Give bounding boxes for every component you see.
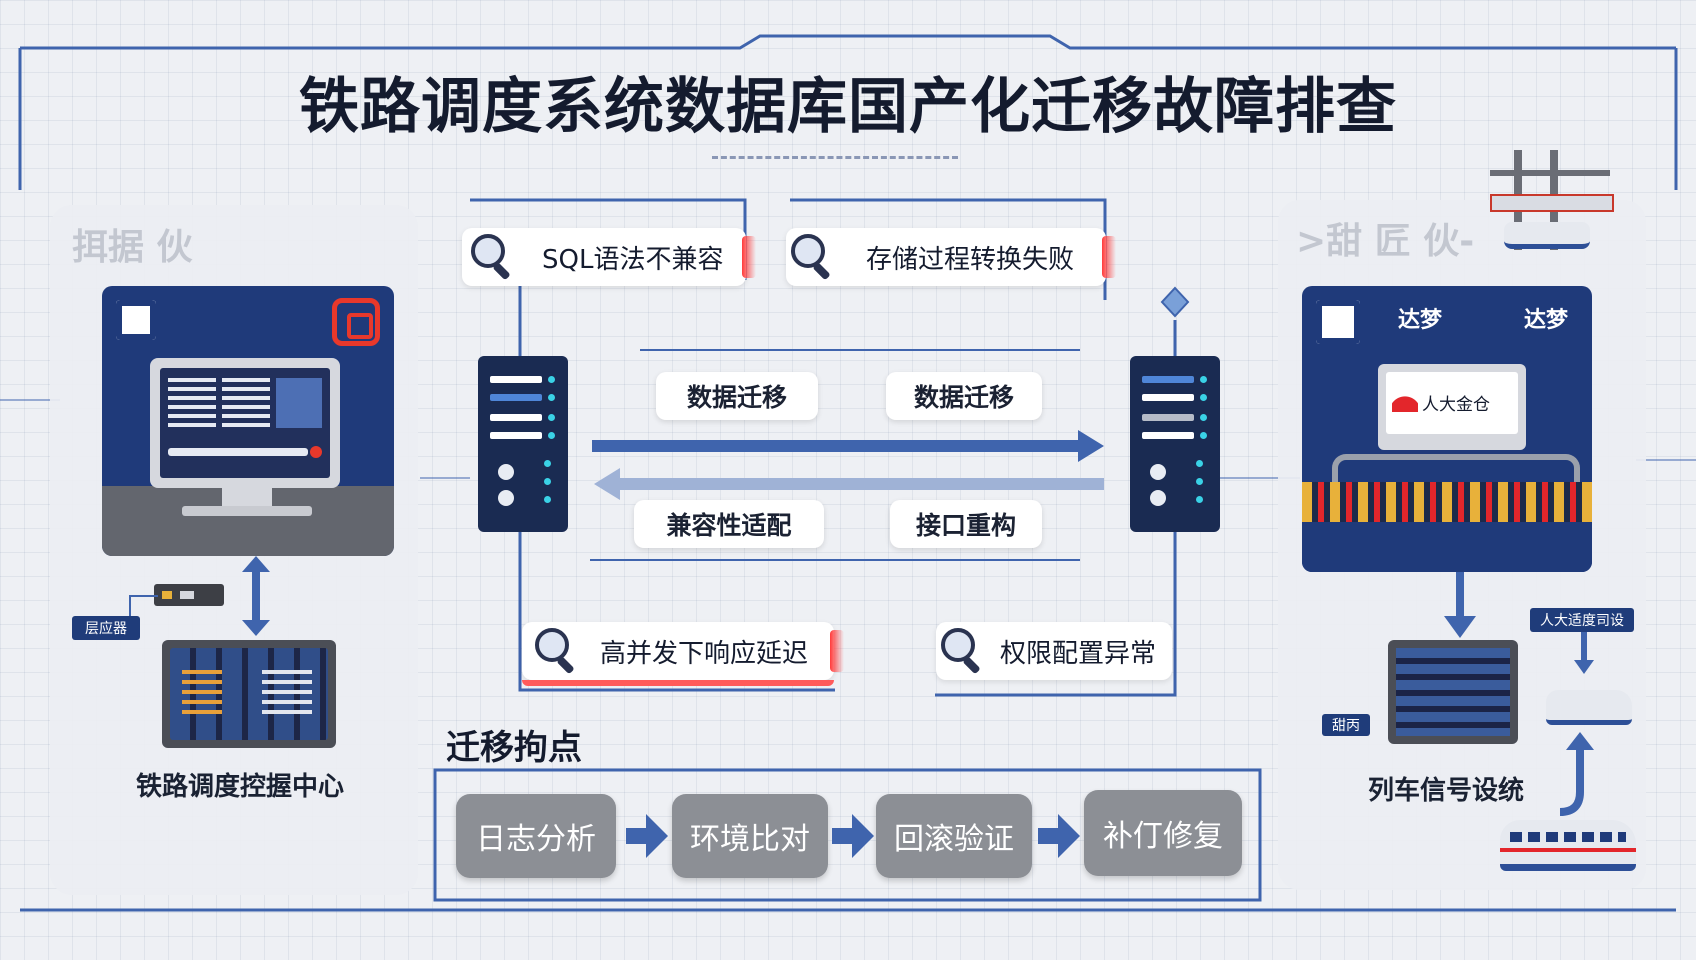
brand-dameng-1: 达梦 [1398,308,1443,333]
step-arrow-icon [832,814,874,858]
source-db-server [478,356,568,532]
magnifier-icon [471,234,510,280]
rail-gantry-icon [1490,150,1614,250]
grid-logo-icon [1316,300,1360,344]
title-dash [712,156,958,159]
migration-heading: 迁移拘点 [446,728,582,768]
left-caption: 铁路调度控握中心 [135,772,344,802]
down-arrow-icon [1444,572,1476,638]
db-monitor: 人大金仓 [1378,364,1526,450]
signal-terminal [1388,640,1518,744]
step-arrow-icon [1038,814,1080,858]
train-icon [1546,690,1632,725]
issue-latency[interactable]: 高并发下响应延迟 [522,622,844,686]
flow-tag-interface: 接口重构 [890,500,1042,548]
step-rollback-verify[interactable]: 回滚验证 [876,794,1032,878]
magnifier-icon [941,628,980,674]
issue-sql-text: SQL语法不兼容 [542,244,724,275]
target-db-server [1130,356,1220,532]
alert-logo-icon [332,298,380,346]
sensor-device-icon [154,584,224,606]
issue-permission[interactable]: 权限配置异常 [936,622,1172,680]
train-icon [1500,820,1636,871]
device-wire [129,595,158,616]
step-patch-fix[interactable]: 补仃修复 [1084,790,1242,876]
grid-logo-icon [116,300,156,340]
screen-brand: 人大金仓 [1422,395,1490,415]
magnifier-icon [535,628,574,674]
target-db-card: 达梦 达梦 人大金仓 [1302,286,1592,572]
issue-stored-proc[interactable]: 存储过程转换失败 [786,228,1116,286]
issue-latency-text: 高并发下响应延迟 [600,638,809,669]
page-title: 铁路调度系统数据库国产化迁移故障排查 [299,72,1397,142]
huawei-logo-icon [1392,390,1418,412]
left-panel-header: 挕据 伙 [72,227,193,268]
desktop-monitor [150,358,340,488]
step-log-analysis[interactable]: 日志分析 [456,794,616,878]
flow-tag-migration-2: 数据迁移 [886,372,1042,420]
step-arrow-icon [626,814,668,858]
right-caption: 列车信号设统 [1367,776,1524,806]
magnifier-icon [791,234,830,280]
adapter-label: 人大适度司设 [1530,608,1634,632]
issue-permission-text: 权限配置异常 [1000,638,1157,669]
step-env-compare[interactable]: 环境比对 [672,794,828,878]
adapter-arrow-icon [1574,632,1594,674]
issue-stored-proc-text: 存储过程转换失败 [866,244,1075,275]
up-arrow-icon [1559,732,1594,816]
flow-tag-compat: 兼容性适配 [634,500,824,548]
brand-dameng-2: 达梦 [1524,308,1569,333]
dispatch-terminal [162,640,336,748]
issue-sql[interactable]: SQL语法不兼容 [462,228,756,286]
updown-arrow-icon [242,556,270,636]
dispatch-monitor-card [102,286,394,556]
device-label: 层应器 [72,616,140,640]
signal-label: 甜丙 [1322,714,1370,736]
right-panel-header: >甜 匠 伙- [1296,221,1475,262]
flow-tag-migration-1: 数据迁移 [656,372,818,420]
